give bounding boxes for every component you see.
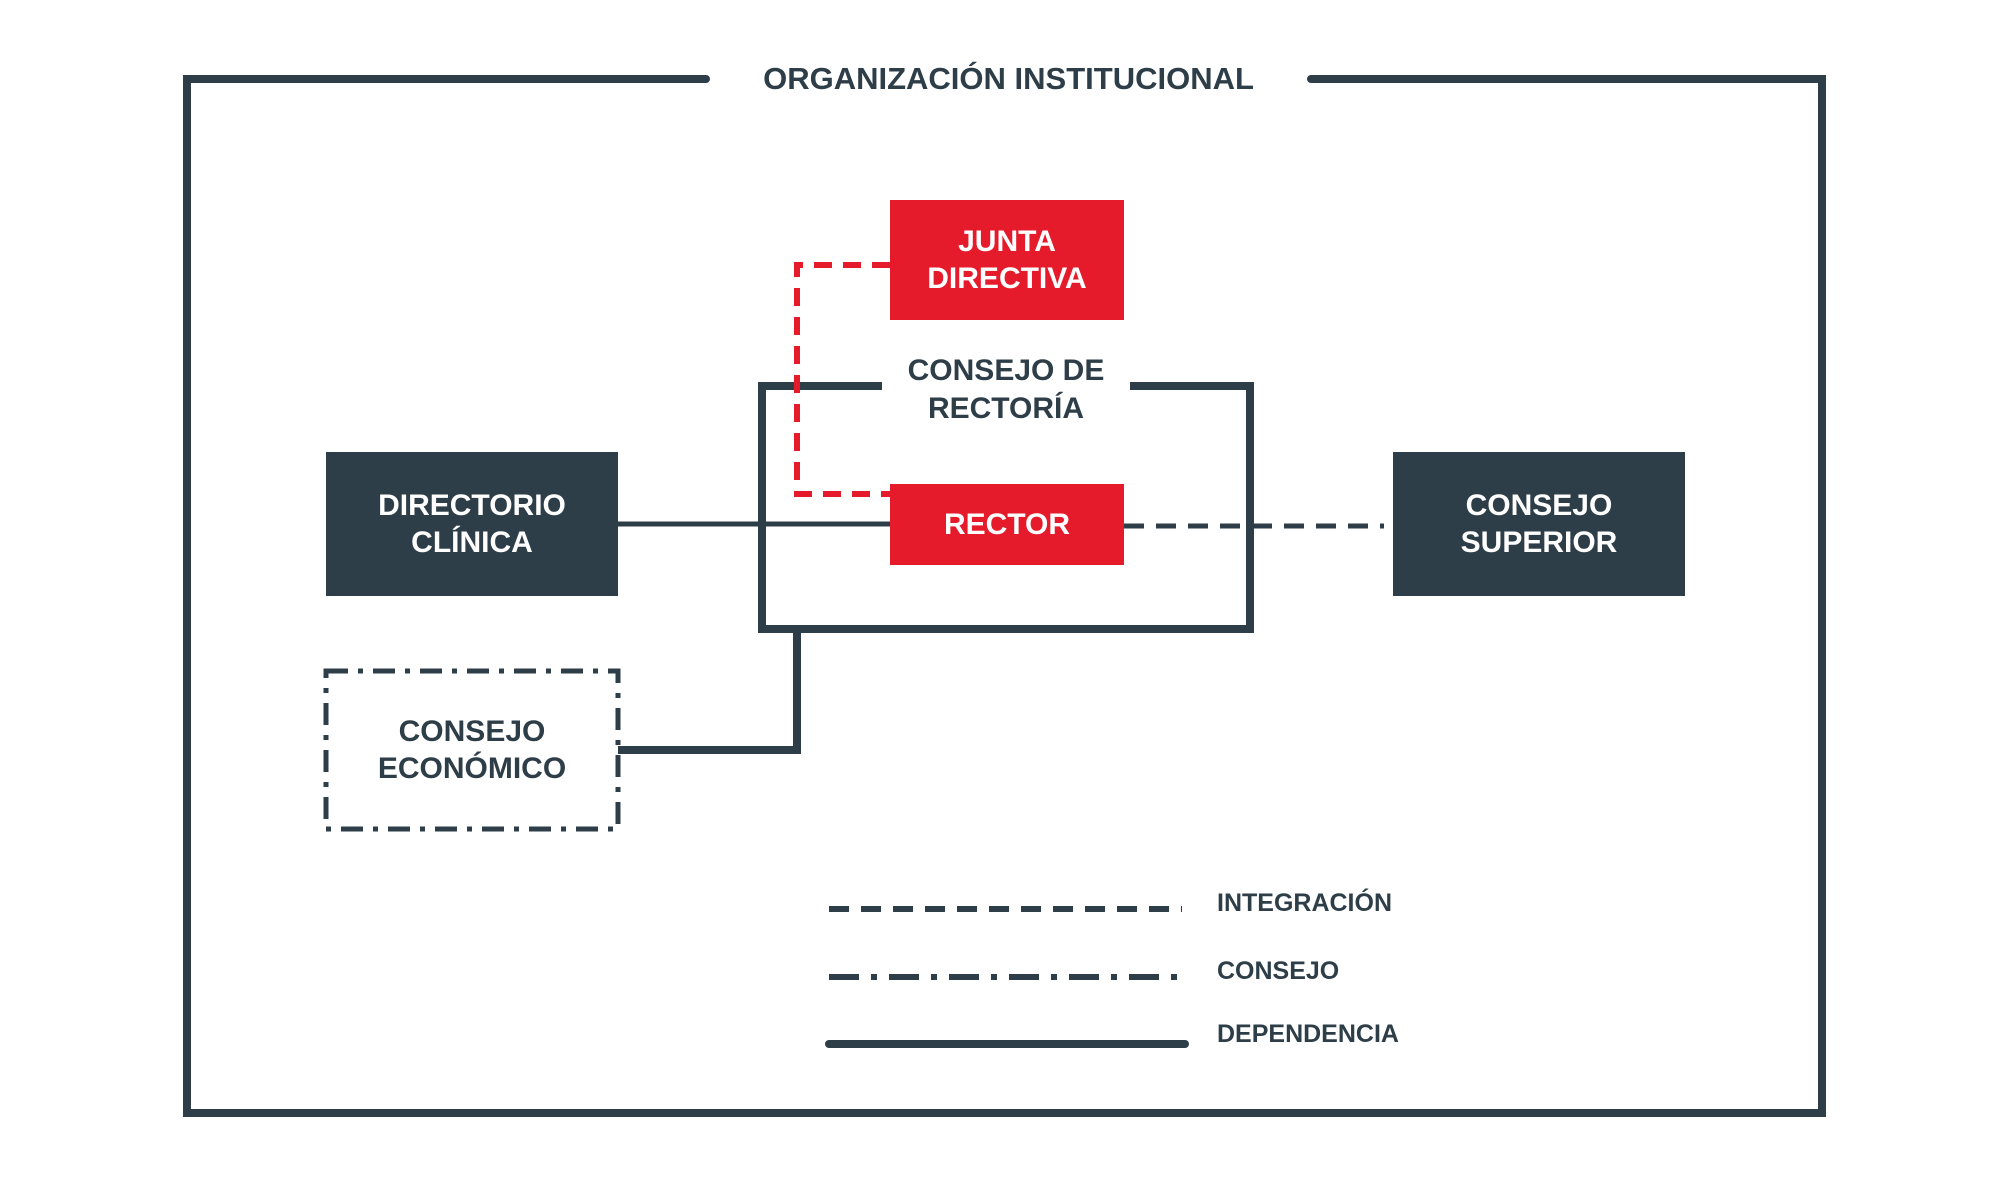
node-consejo-superior: CONSEJO SUPERIOR (1393, 452, 1685, 596)
node-rector: RECTOR (890, 484, 1124, 565)
link-junta-rector (794, 262, 890, 497)
outer-frame (183, 75, 1826, 1117)
node-junta-directiva: JUNTA DIRECTIVA (890, 200, 1124, 320)
legend-dependencia-label: DEPENDENCIA (1217, 1020, 1399, 1048)
legend-consejo-label: CONSEJO (1217, 957, 1340, 985)
node-consejo-rectoria: CONSEJO DE RECTORÍA (907, 354, 1105, 425)
page-title: ORGANIZACIÓN INSTITUCIONAL (763, 61, 1254, 96)
node-consejo-economico: CONSEJO ECONÓMICO (377, 714, 567, 786)
consejo-economico-border (323, 668, 621, 832)
legend-integracion-label: INTEGRACIÓN (1217, 889, 1392, 917)
consejo-rectoria-frame (758, 382, 1254, 633)
link-economico-rectoria (618, 629, 801, 754)
node-directorio-clinica: DIRECTORIO CLÍNICA (326, 452, 618, 596)
